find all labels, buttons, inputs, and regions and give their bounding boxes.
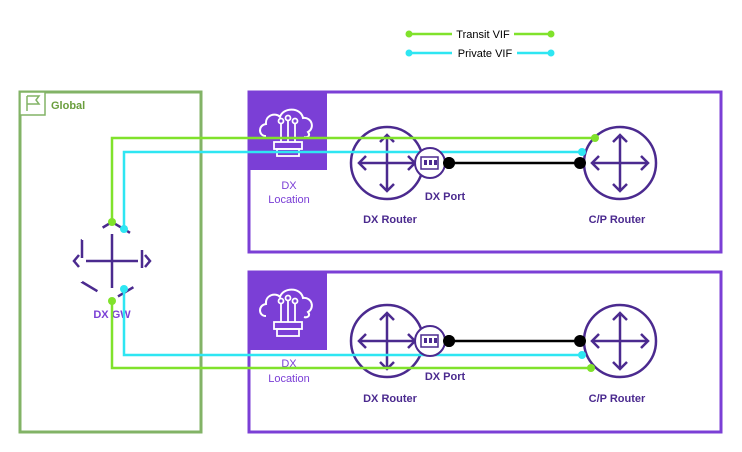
- dx-router-1-label: DX Router: [363, 214, 418, 226]
- legend-private: Private VIF: [405, 45, 555, 61]
- dx-port-2-label: DX Port: [425, 371, 466, 383]
- dx-gateway[interactable]: DX GW: [72, 220, 152, 321]
- legend: Transit VIF Private VIF: [405, 26, 555, 61]
- vif-endpoint: [108, 218, 116, 226]
- vif-endpoint: [120, 225, 128, 233]
- flag-icon: [19, 91, 46, 116]
- dx-port-1[interactable]: DX Port: [414, 147, 466, 203]
- vif-endpoint: [578, 351, 586, 359]
- dx-location-1-label-line1: DX: [281, 180, 297, 192]
- transit-vif-1: [110, 136, 595, 222]
- dx-location-2-border: [247, 270, 723, 434]
- global-label: Global: [51, 100, 85, 112]
- legend-private-label: Private VIF: [458, 48, 513, 60]
- legend-private-end: [547, 49, 555, 57]
- dx-location-2-label-line2: Location: [268, 373, 310, 385]
- legend-transit-label: Transit VIF: [456, 29, 510, 41]
- cp-router-2-label: C/P Router: [589, 393, 646, 405]
- dx-port-1-icon[interactable]: [414, 147, 446, 179]
- transit-vif-2: [110, 301, 591, 370]
- legend-transit: Transit VIF: [405, 26, 555, 42]
- link-endpoint: [443, 157, 455, 169]
- location-icon: [248, 91, 328, 171]
- dx-router-2-label: DX Router: [363, 393, 418, 405]
- link-endpoint: [574, 335, 586, 347]
- dx-location-2: DX Location DX Router C/P Router: [247, 270, 723, 434]
- link-endpoint: [443, 335, 455, 347]
- legend-private-start: [405, 49, 413, 57]
- global-region-border: [18, 90, 203, 434]
- vif-endpoint: [120, 285, 128, 293]
- dx-gateway-icon[interactable]: [72, 220, 152, 302]
- global-region: Global: [18, 90, 203, 434]
- legend-transit-start: [405, 30, 413, 38]
- cp-router-2-icon[interactable]: [582, 303, 658, 379]
- dx-location-1: DX Location DX Router C/P Router: [247, 90, 723, 254]
- vif-endpoint: [108, 297, 116, 305]
- location-icon: [248, 271, 328, 351]
- link-endpoint: [574, 157, 586, 169]
- dx-location-1-border: [247, 90, 723, 254]
- dx-port-1-label: DX Port: [425, 191, 466, 203]
- dx-port-2-icon[interactable]: [414, 325, 446, 357]
- cp-router-1-label: C/P Router: [589, 214, 646, 226]
- vif-links: [108, 134, 599, 372]
- vif-endpoint: [587, 364, 595, 372]
- vif-endpoint: [591, 134, 599, 142]
- vif-endpoint: [578, 148, 586, 156]
- dx-router-2-icon[interactable]: [349, 303, 425, 379]
- dx-port-2[interactable]: DX Port: [414, 325, 466, 383]
- dx-location-1-label-line2: Location: [268, 194, 310, 206]
- legend-transit-end: [547, 30, 555, 38]
